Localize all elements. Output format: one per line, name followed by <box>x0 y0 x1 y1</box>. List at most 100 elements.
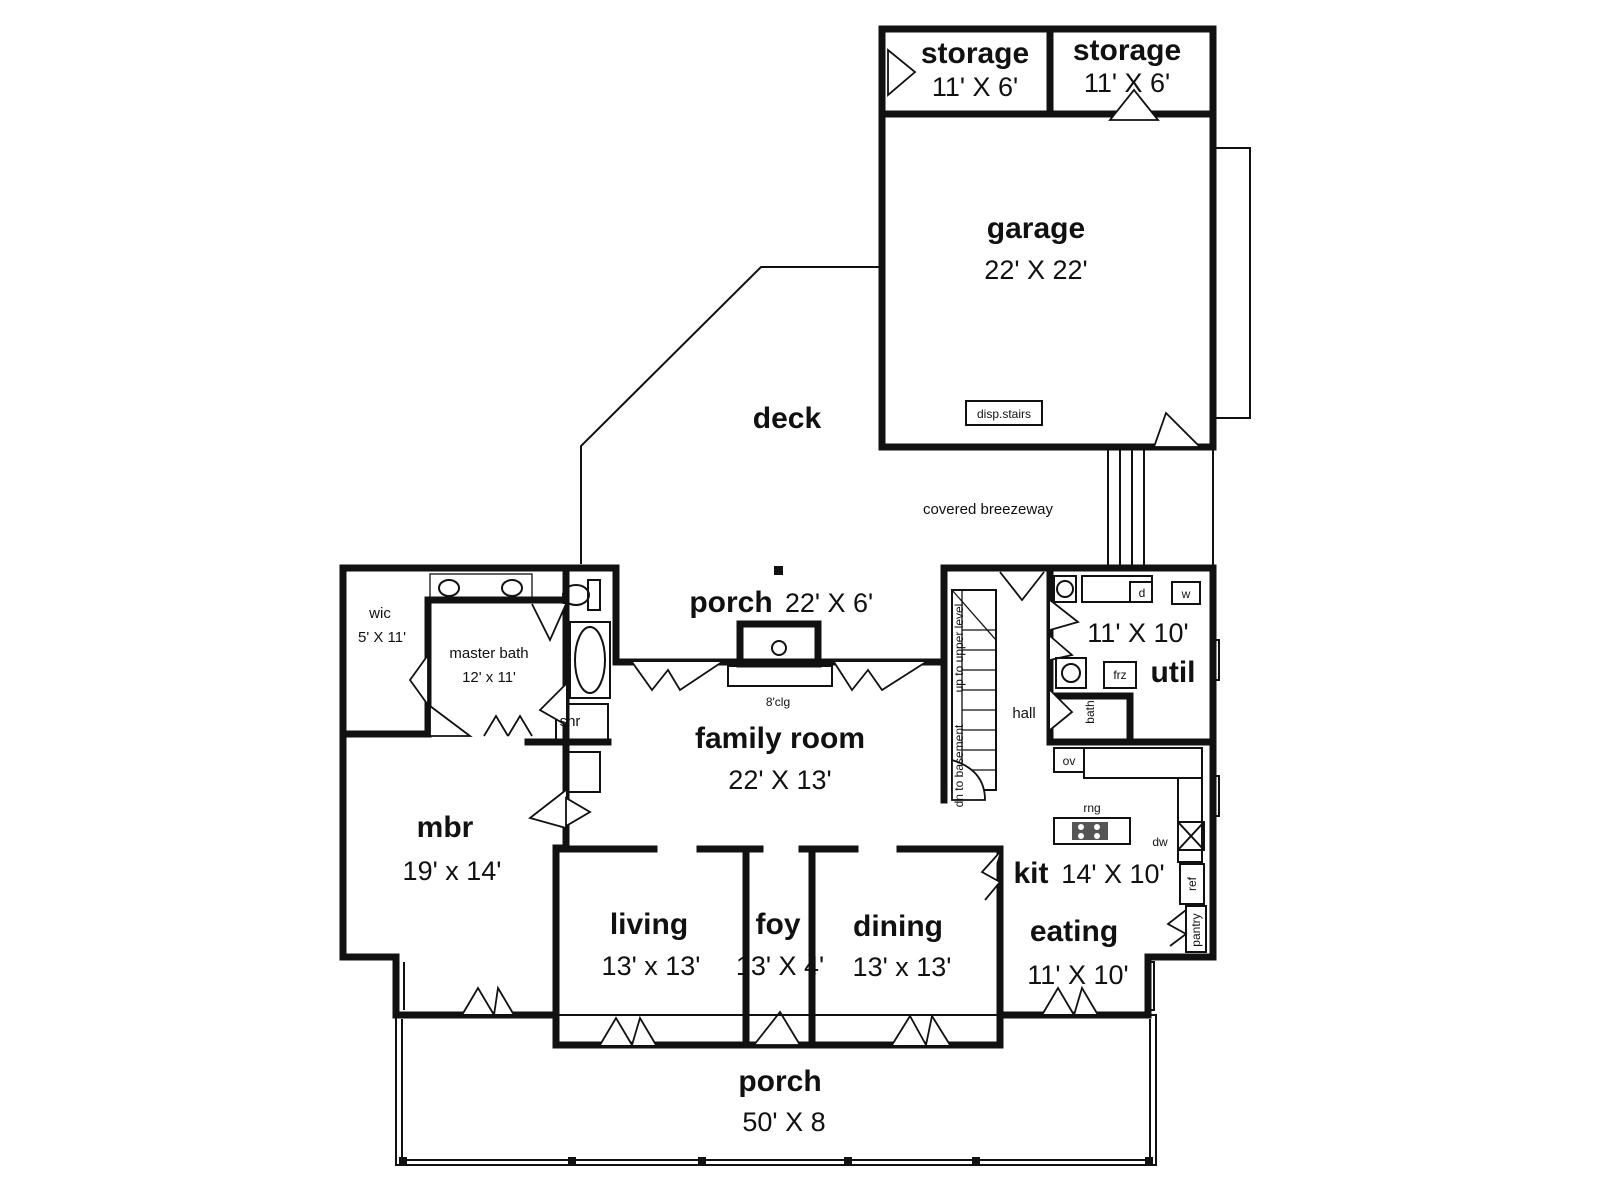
bath-label: bath <box>1083 700 1097 723</box>
foyer-name: foy <box>756 908 801 941</box>
kitchen-counter-top <box>1083 747 1203 779</box>
mbr-dims: 19' x 14' <box>403 856 502 886</box>
master-fixtures <box>395 573 611 1016</box>
hearth <box>727 665 833 687</box>
pantry <box>1185 905 1207 953</box>
range-label: rng <box>1083 801 1100 815</box>
storage-door-left <box>887 48 917 97</box>
dining-door <box>891 1013 951 1046</box>
kitchen-name: kit <box>1013 857 1048 890</box>
garage-name: garage <box>987 212 1085 245</box>
front-door <box>752 1010 802 1046</box>
garage-door <box>1211 147 1251 419</box>
laundry-sink <box>567 751 601 793</box>
storage-right-name: storage <box>1073 34 1181 67</box>
eating-name: eating <box>1030 915 1118 948</box>
breezeway-label: covered breezeway <box>923 501 1054 518</box>
porch-front-dims: 50' X 8 <box>742 1107 825 1137</box>
wic-name: wic <box>368 605 391 622</box>
utility-name: util <box>1151 656 1196 689</box>
refrigerator <box>1179 863 1205 905</box>
water-heater <box>1053 575 1077 603</box>
eating-dims: 11' X 10' <box>1027 960 1128 990</box>
range <box>1072 822 1108 840</box>
utility-dims: 11' X 10' <box>1087 618 1188 648</box>
storage-left-name: storage <box>921 37 1029 70</box>
freezer-label: frz <box>1113 668 1126 682</box>
disp-stairs-label: disp.stairs <box>977 407 1031 421</box>
wic-door <box>408 652 429 708</box>
porch-back-name: porch <box>689 586 772 619</box>
shower-door <box>538 683 567 726</box>
bath-door <box>1049 689 1074 731</box>
sink-1 <box>438 579 460 597</box>
wic-dims: 5' X 11' <box>358 629 406 646</box>
french-door-right <box>833 661 927 692</box>
dryer <box>1129 581 1153 603</box>
ceiling-note: 8'clg <box>766 695 790 709</box>
deck-outline <box>580 266 882 564</box>
family-room-fixtures <box>631 566 997 801</box>
master-bath-dims: 12' x 11' <box>462 669 516 686</box>
hall-label: hall <box>1012 705 1035 722</box>
dining-kitchen-door <box>980 851 1002 901</box>
oven-label: ov <box>1063 754 1076 768</box>
toilet-door <box>531 603 567 643</box>
front-room-fixtures <box>599 851 1099 1046</box>
dining-name: dining <box>853 910 943 943</box>
closet-door <box>565 796 592 828</box>
family-room-dims: 22' X 13' <box>728 765 831 795</box>
mbr-name: mbr <box>417 811 474 844</box>
pantry-label: pantry <box>1189 913 1203 946</box>
disp-stairs-box <box>965 400 1043 426</box>
toilet <box>562 584 590 606</box>
kitchen-dims: 14' X 10' <box>1061 859 1164 889</box>
freezer <box>1103 661 1137 689</box>
room-labels: storage 11' X 6' storage 11' X 6' garage… <box>358 34 1203 1137</box>
range-island <box>1053 817 1131 845</box>
shower-label: shr <box>560 713 581 730</box>
bathtub <box>569 621 611 699</box>
kitchen-counter-side <box>1177 777 1203 863</box>
fireplace <box>736 620 822 668</box>
washer <box>1171 581 1201 605</box>
deck-name: deck <box>753 402 822 435</box>
washer-label: w <box>1181 587 1191 601</box>
stair-up-label: up to upper level <box>952 604 966 693</box>
pantry-door <box>1166 909 1188 947</box>
sink-2 <box>501 579 523 597</box>
mbr-porch-door <box>461 985 515 1016</box>
hall-door <box>999 571 1045 602</box>
kitchen-fixtures <box>999 571 1220 1011</box>
garage-side-door <box>1152 411 1203 448</box>
front-porch <box>395 1014 1157 1166</box>
storage-right-dims: 11' X 6' <box>1084 68 1170 98</box>
dryer-label: d <box>1139 586 1146 600</box>
util-sink <box>1055 657 1087 689</box>
dishwasher-label: dw <box>1152 835 1168 849</box>
storage-left-dims: 11' X 6' <box>932 72 1018 102</box>
refrigerator-label: ref <box>1185 876 1199 891</box>
dishwasher <box>1177 821 1205 851</box>
living-dims: 13' x 13' <box>602 951 701 981</box>
storage-door-right <box>1108 88 1160 121</box>
stair-down-label: dn to basement <box>952 724 966 807</box>
living-door <box>599 1015 657 1046</box>
util-door <box>1049 599 1080 631</box>
basement-door <box>951 758 986 801</box>
porch-back-dims: 22' X 6' <box>785 588 873 618</box>
family-room-name: family room <box>695 722 865 755</box>
porch-front-name: porch <box>738 1065 821 1098</box>
chimney-post <box>774 566 783 575</box>
breezeway-lines <box>1107 447 1214 568</box>
french-door-left <box>631 661 723 692</box>
master-bath-name: master bath <box>449 645 528 662</box>
dining-dims: 13' x 13' <box>853 952 952 982</box>
garage-block <box>878 25 1251 451</box>
living-name: living <box>610 908 688 941</box>
mbr-door <box>528 789 567 829</box>
garage-dims: 22' X 22' <box>984 255 1087 285</box>
foyer-dims: 13' X 4' <box>736 951 824 981</box>
porch-posts <box>399 1157 1153 1165</box>
